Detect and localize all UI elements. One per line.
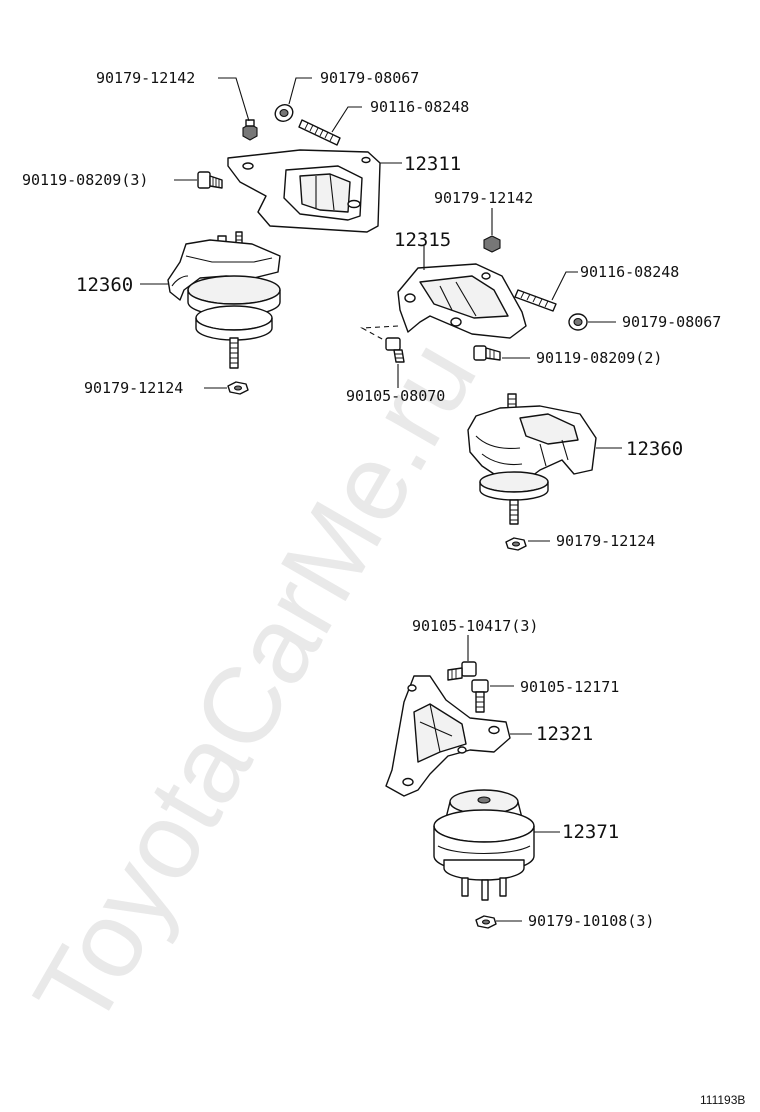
insulator-12371[interactable] (433, 789, 535, 901)
bolt-rear-a[interactable] (447, 661, 477, 681)
bolt-left[interactable] (197, 171, 223, 189)
stud-right[interactable] (514, 289, 557, 312)
nut-top-a[interactable] (242, 119, 258, 141)
nut-right-a[interactable] (483, 235, 501, 253)
label-nut-right-a[interactable]: 90179-12142 (434, 189, 533, 207)
label-nut-top-a[interactable]: 90179-12142 (96, 69, 195, 87)
label-insulator-12360-right[interactable]: 12360 (626, 438, 683, 460)
bracket-12321[interactable] (385, 675, 511, 797)
label-bolt-right[interactable]: 90119-08209(2) (536, 349, 662, 367)
bolt-rear-b[interactable] (471, 679, 489, 713)
label-stud-top[interactable]: 90116-08248 (370, 98, 469, 116)
nut-right-b[interactable] (568, 313, 588, 331)
nut-bottom-right[interactable] (505, 537, 527, 551)
label-bolt-rear-b[interactable]: 90105-12171 (520, 678, 619, 696)
bolt-right[interactable] (473, 345, 501, 361)
nut-top-b[interactable] (272, 102, 296, 125)
label-bolt-left[interactable]: 90119-08209(3) (22, 171, 148, 189)
label-insulator-12371[interactable]: 12371 (562, 821, 619, 843)
label-bolt-rear-a[interactable]: 90105-10417(3) (412, 617, 538, 635)
label-nut-bottom-right[interactable]: 90179-12124 (556, 532, 655, 550)
label-bolt-small[interactable]: 90105-08070 (346, 387, 445, 405)
label-bracket-12315[interactable]: 12315 (394, 229, 451, 251)
label-bracket-12321[interactable]: 12321 (536, 723, 593, 745)
label-stud-right[interactable]: 90116-08248 (580, 263, 679, 281)
bracket-12315[interactable] (397, 263, 527, 339)
nut-bottom-left[interactable] (227, 381, 249, 395)
label-insulator-12360-left[interactable]: 12360 (76, 274, 133, 296)
bolt-small[interactable] (385, 337, 405, 363)
label-nut-rear[interactable]: 90179-10108(3) (528, 912, 654, 930)
label-nut-bottom-left[interactable]: 90179-12124 (84, 379, 183, 397)
stud-top[interactable] (298, 119, 341, 146)
label-nut-top-b[interactable]: 90179-08067 (320, 69, 419, 87)
insulator-12360-left[interactable] (167, 231, 281, 369)
diagram-code: 111193B (700, 1093, 745, 1107)
bracket-12311[interactable] (227, 149, 381, 233)
label-nut-right-b[interactable]: 90179-08067 (622, 313, 721, 331)
insulator-12360-right[interactable] (467, 393, 597, 525)
label-bracket-12311[interactable]: 12311 (404, 153, 461, 175)
nut-rear[interactable] (475, 915, 497, 929)
